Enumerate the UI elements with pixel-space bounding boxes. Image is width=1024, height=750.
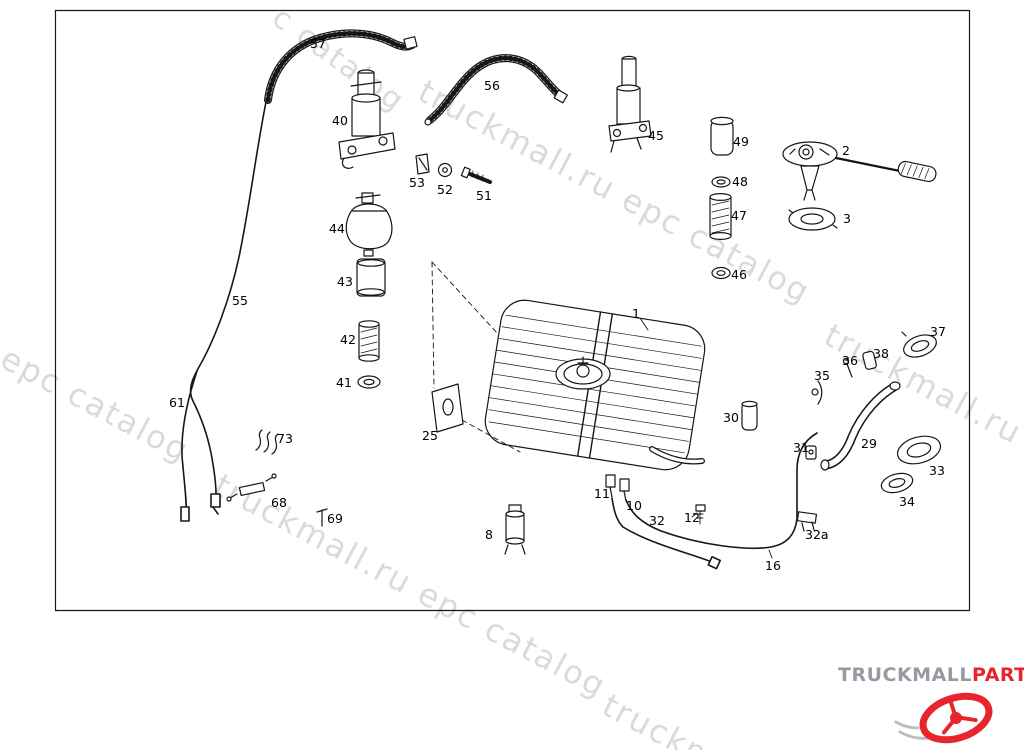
bracket-25-drawing	[431, 383, 464, 433]
canister-43-drawing	[356, 258, 386, 297]
pipe-16-drawing	[625, 432, 818, 550]
brand-name-gray: TRUCKMALL	[838, 664, 973, 686]
wheel-logo-icon	[894, 692, 993, 744]
hose-49-drawing	[710, 116, 734, 156]
washer-48-drawing	[711, 176, 731, 188]
gasket-3-drawing	[788, 207, 838, 231]
pump-40-drawing	[338, 69, 396, 170]
diagram-border	[54, 9, 971, 612]
hose-56-drawing	[424, 54, 568, 126]
washer-41-drawing	[357, 375, 381, 389]
mounting-leader-lines	[431, 261, 521, 453]
strainer-44-drawing	[345, 192, 393, 257]
pipe-32-drawing	[611, 497, 722, 570]
fitting-68-drawing	[226, 473, 277, 502]
filter-42-drawing	[358, 320, 380, 362]
fittings-11-10-drawing	[605, 474, 630, 502]
brand-name-red: PARTS	[972, 664, 1024, 686]
elbow-35-drawing	[811, 380, 823, 405]
clip-53-drawing	[415, 153, 430, 175]
fitting-8-drawing	[504, 504, 526, 555]
clamp-37-drawing	[901, 331, 937, 358]
hose-29-drawing	[820, 381, 901, 471]
label-leader-lines	[639, 317, 773, 559]
clamp-31-drawing	[805, 445, 817, 460]
ring-34-drawing	[880, 472, 914, 494]
washer-52-drawing	[437, 162, 453, 178]
hose-30-drawing	[741, 400, 758, 431]
hooks-73-drawing	[255, 429, 279, 455]
ring-33-drawing	[896, 435, 942, 465]
bolt-12-drawing	[695, 504, 706, 525]
brand-logo: TRUCKMALLPARTS	[838, 658, 1024, 750]
sender-unit-2-drawing	[782, 141, 937, 201]
fuel-line-61-drawing	[180, 370, 198, 522]
filter-47-drawing	[709, 193, 732, 241]
screw-51-drawing	[460, 166, 492, 184]
fitting-38-drawing	[862, 350, 877, 370]
pump-45-drawing	[608, 55, 652, 153]
washer-46-drawing	[711, 266, 731, 280]
clip-32a-drawing	[796, 511, 818, 532]
bolt-36-drawing	[842, 357, 853, 378]
brand-wordmark: TRUCKMALLPARTS	[838, 664, 1024, 686]
pin-69-drawing	[316, 508, 328, 527]
hose-57-drawing	[264, 29, 418, 104]
fuel-line-55-drawing	[189, 101, 267, 515]
fuel-tank-drawing	[484, 299, 706, 471]
